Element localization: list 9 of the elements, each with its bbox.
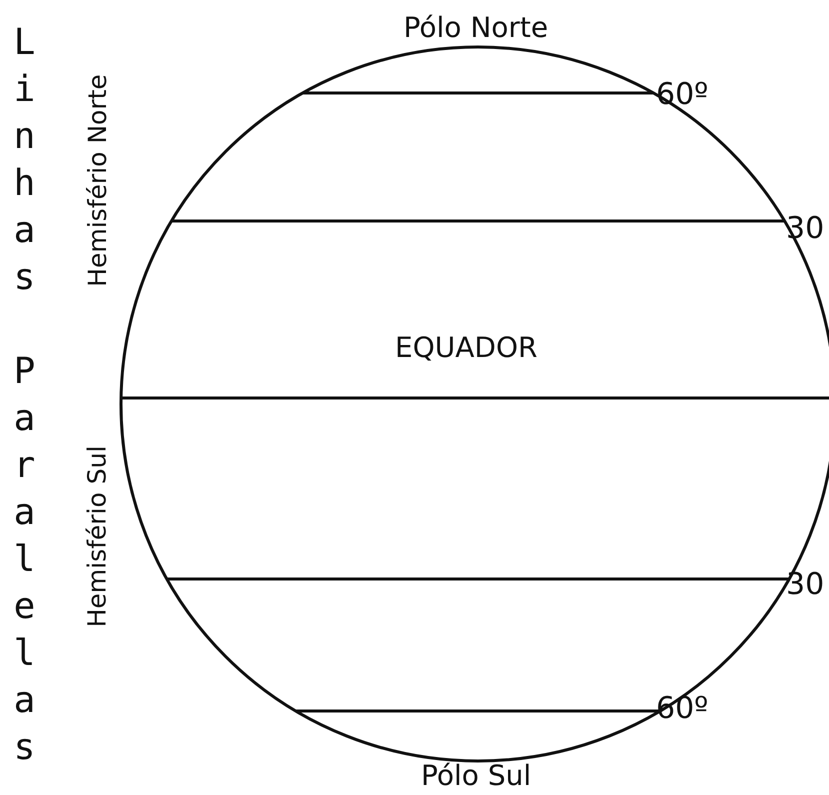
pole-label: Pólo Sul [421,762,532,790]
hemisphere-label: Hemisfério Norte [84,74,110,286]
latitude-label: 30 [786,214,824,244]
hemisphere-label: Hemisfério Sul [84,445,110,627]
equator-label: EQUADOR [395,334,538,362]
pole-label: Pólo Norte [404,14,548,42]
latitude-label: 30 [786,570,824,600]
latitude-label: 60º [656,80,708,110]
title: Linhas Paralelas [6,22,42,774]
